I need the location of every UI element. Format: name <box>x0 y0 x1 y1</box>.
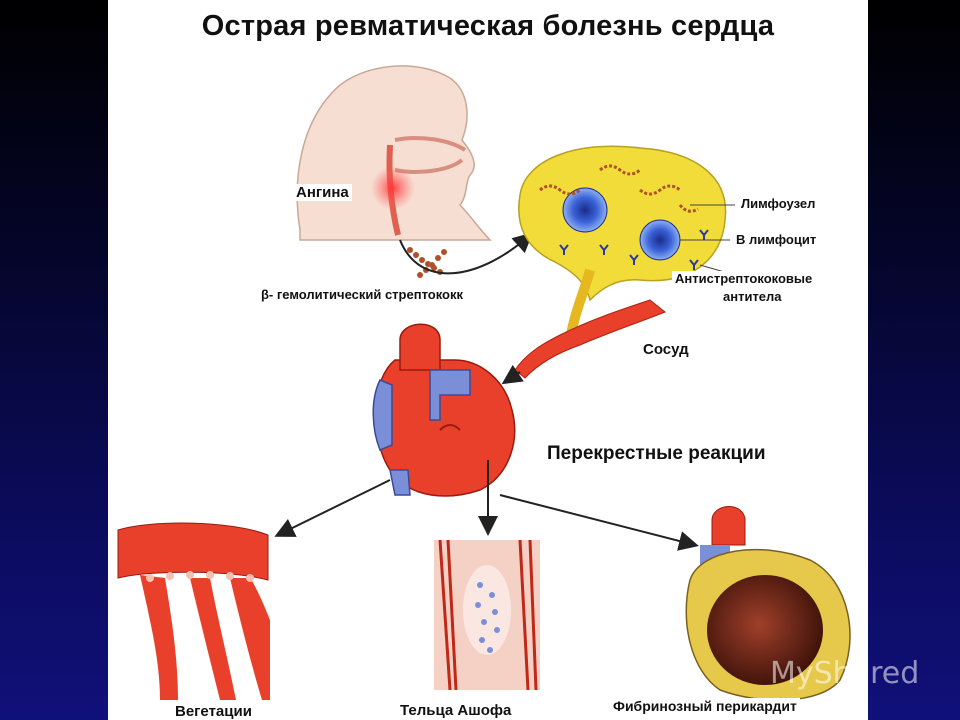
angina-label: Ангина <box>293 184 352 201</box>
diagram-title: Острая ревматическая болезнь сердца <box>201 10 775 42</box>
watermark-logo: MyShared <box>770 656 920 691</box>
b-lymphocyte-label: В лимфоцит <box>733 232 820 247</box>
lymph-node-icon <box>518 145 727 341</box>
aschoff-bodies-illustration <box>434 539 540 691</box>
aschoff-bodies-label: Тельца Ашофа <box>400 702 512 719</box>
vegetations-illustration <box>117 522 270 700</box>
streptococcus-label: β- гемолитический стрептококк <box>258 287 467 302</box>
lymph-node-label: Лимфоузел <box>738 196 819 211</box>
antibodies-label-line1: Антистрептококовые <box>672 271 816 286</box>
cross-reactions-label: Перекрестные реакции <box>544 443 769 465</box>
heart-icon <box>372 323 516 497</box>
vessel-icon <box>514 299 666 379</box>
vessel-label: Сосуд <box>640 341 692 358</box>
pericarditis-label: Фибринозный перикардит <box>610 698 800 714</box>
streptococcus-chain-icon <box>407 247 447 278</box>
head-profile <box>296 65 492 241</box>
vegetations-label: Вегетации <box>175 703 252 720</box>
antibodies-label-line2: антитела <box>720 289 785 304</box>
pericarditis-illustration <box>685 506 851 701</box>
